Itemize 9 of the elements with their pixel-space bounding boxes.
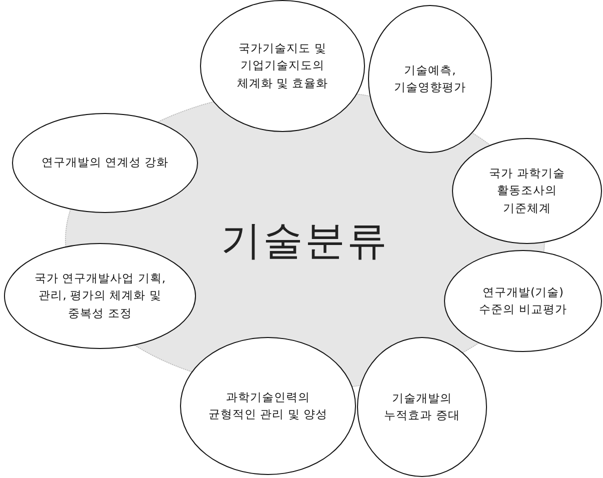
topic-text: 기술예측, 기술영향평가	[393, 62, 467, 96]
topic-text: 연구개발(기술)수준의 비교평가	[478, 284, 568, 318]
center-title: 기술분류	[221, 216, 389, 266]
topic-text: 국가 과학기술 활동조사의 기준체계	[488, 165, 566, 217]
topic-text: 기술개발의 누적효과 증대	[383, 390, 461, 424]
topic-text: 연구개발의 연계성 강화	[40, 154, 170, 172]
topic-text: 국가 연구개발사업 기획, 관리, 평가의 체계화 및 중복성 조정	[34, 270, 166, 322]
topic-text: 과학기술인력의 균형적인 관리 및 양성	[208, 388, 328, 423]
topic-text: 국가기술지도 및 기업기술지도의 체계화 및 효율화	[236, 40, 330, 92]
